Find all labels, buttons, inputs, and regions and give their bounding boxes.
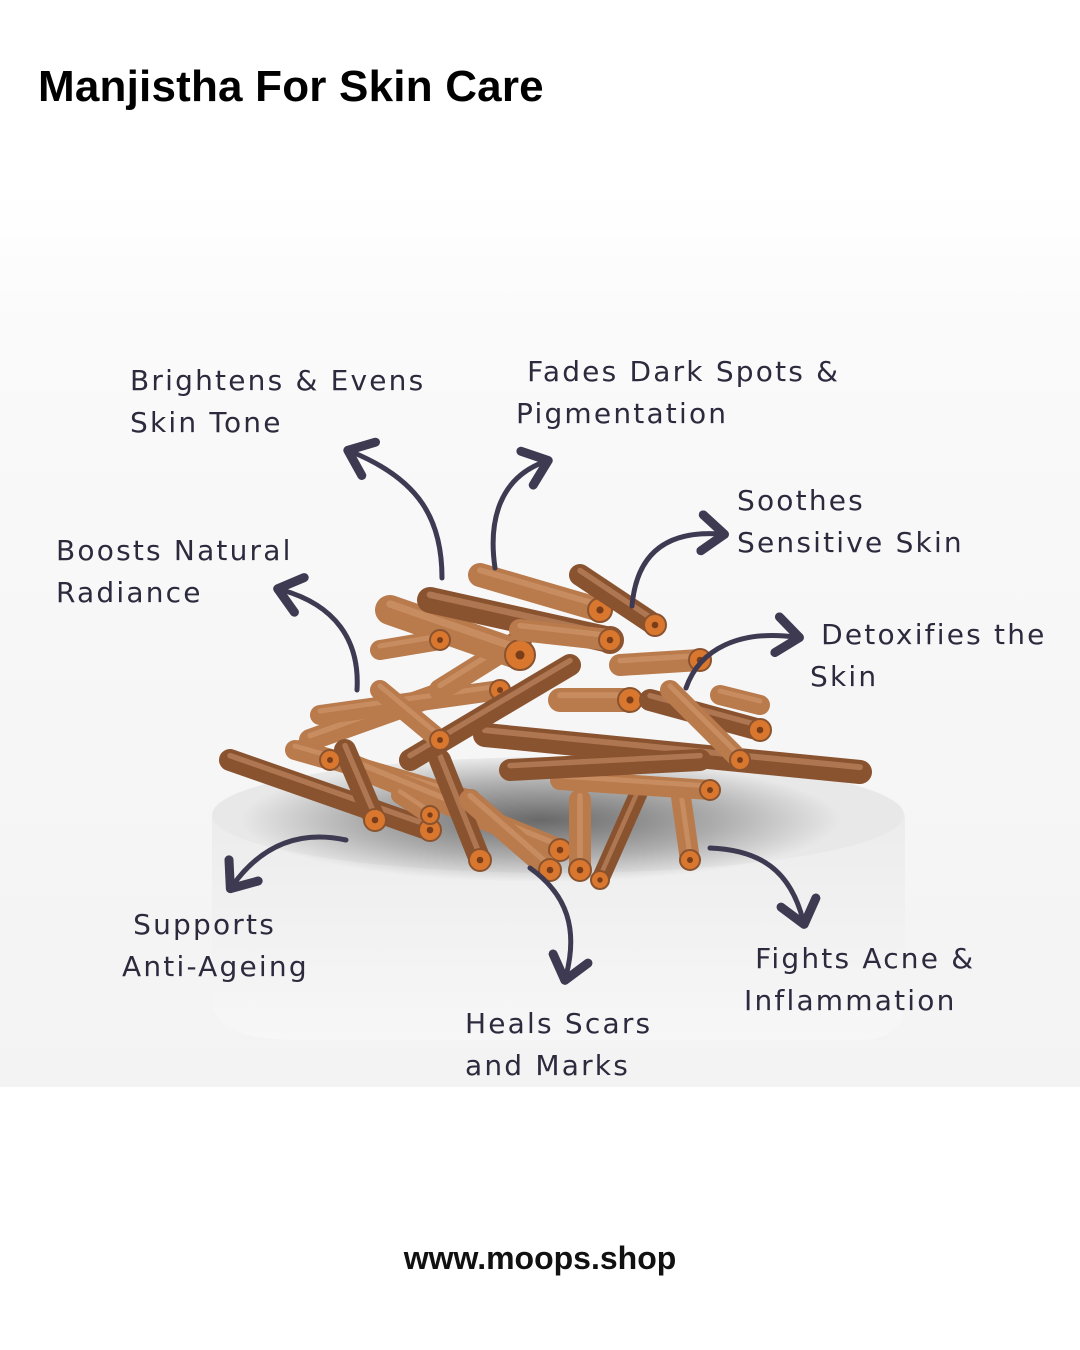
root-core bbox=[327, 757, 333, 763]
root-stick-highlight bbox=[717, 688, 763, 704]
root-stick-highlight bbox=[482, 727, 863, 771]
arrow-heals-scars-icon bbox=[527, 865, 593, 985]
root-stick-highlight bbox=[577, 567, 658, 624]
arrow-fades-spots-icon bbox=[490, 446, 553, 571]
arrow-soothes-icon bbox=[629, 510, 729, 609]
root-stick-highlight bbox=[342, 742, 378, 819]
root-core bbox=[596, 606, 604, 614]
root-stick-highlight bbox=[617, 652, 703, 664]
arrow-boosts-radiance-icon bbox=[273, 573, 360, 693]
root-stick bbox=[429, 749, 491, 871]
page-title: Manjistha For Skin Care bbox=[38, 62, 544, 111]
benefit-soothes: Soothes Sensitive Skin bbox=[737, 484, 964, 559]
root-stick-highlight bbox=[437, 752, 483, 859]
root-stick-highlight bbox=[467, 792, 553, 869]
benefit-detoxifies: Detoxifies the Skin bbox=[810, 618, 1047, 693]
root-stick bbox=[509, 619, 621, 651]
root-core bbox=[707, 787, 713, 793]
root-core bbox=[546, 866, 554, 874]
arrows bbox=[224, 437, 821, 985]
root-stick-highlight bbox=[597, 784, 643, 879]
root-core bbox=[756, 726, 764, 734]
root-stick bbox=[710, 685, 770, 715]
root-stick bbox=[334, 739, 386, 831]
root-core bbox=[426, 826, 434, 834]
root-stick-highlight bbox=[377, 683, 443, 739]
root-stick-highlight bbox=[557, 773, 713, 789]
root-stick-highlight bbox=[317, 683, 503, 714]
root-stick bbox=[569, 564, 666, 636]
root-stick-highlight bbox=[507, 752, 703, 769]
root-core bbox=[497, 687, 503, 693]
root-core bbox=[651, 621, 659, 629]
root-core bbox=[606, 636, 614, 644]
root-stick bbox=[375, 595, 535, 670]
root-stick bbox=[370, 680, 450, 750]
benefit-boosts-radiance: Boosts Natural Radiance bbox=[56, 534, 293, 609]
root-stick bbox=[499, 749, 711, 781]
arrow-fights-acne-icon bbox=[707, 845, 821, 929]
root-stick bbox=[550, 770, 720, 800]
benefit-heals-scars: Heals Scars and Marks bbox=[465, 1007, 653, 1082]
root-stick-highlight bbox=[667, 683, 743, 759]
root-stick bbox=[591, 781, 649, 889]
root-core bbox=[597, 877, 603, 883]
root-stick bbox=[609, 649, 711, 676]
root-core bbox=[626, 696, 634, 704]
root-core bbox=[437, 637, 443, 643]
root-stick-highlight bbox=[386, 600, 524, 653]
benefit-brightens: Brightens & Evens Skin Tone bbox=[130, 364, 426, 439]
root-core bbox=[427, 812, 433, 818]
benefit-fights-acne: Fights Acne & Inflammation bbox=[744, 942, 976, 1017]
root-core bbox=[476, 856, 484, 864]
root-core bbox=[371, 816, 379, 824]
root-stick-highlight bbox=[517, 622, 613, 639]
manjistha-sticks bbox=[219, 563, 872, 890]
root-stick-highlight bbox=[227, 752, 433, 829]
root-stick bbox=[670, 780, 700, 870]
root-core bbox=[437, 737, 443, 743]
benefit-anti-ageing: Supports Anti-Ageing bbox=[122, 908, 309, 983]
arrow-detoxifies-icon bbox=[683, 612, 804, 691]
root-core bbox=[556, 846, 564, 854]
root-core bbox=[576, 866, 584, 874]
background-fade bbox=[0, 190, 1080, 330]
arrow-brightens-icon bbox=[343, 437, 445, 581]
root-core bbox=[687, 857, 693, 863]
root-stick-highlight bbox=[477, 567, 603, 609]
website-link[interactable]: www.moops.shop bbox=[403, 1240, 677, 1276]
root-stick bbox=[219, 749, 441, 841]
root-stick bbox=[468, 563, 612, 622]
arrow-anti-ageing-icon bbox=[224, 834, 349, 894]
benefit-fades-dark-spots: Fades Dark Spots & Pigmentation bbox=[516, 355, 841, 430]
root-stick bbox=[660, 680, 750, 770]
root-core bbox=[737, 757, 743, 763]
root-stick bbox=[459, 789, 561, 881]
root-core bbox=[515, 650, 525, 660]
